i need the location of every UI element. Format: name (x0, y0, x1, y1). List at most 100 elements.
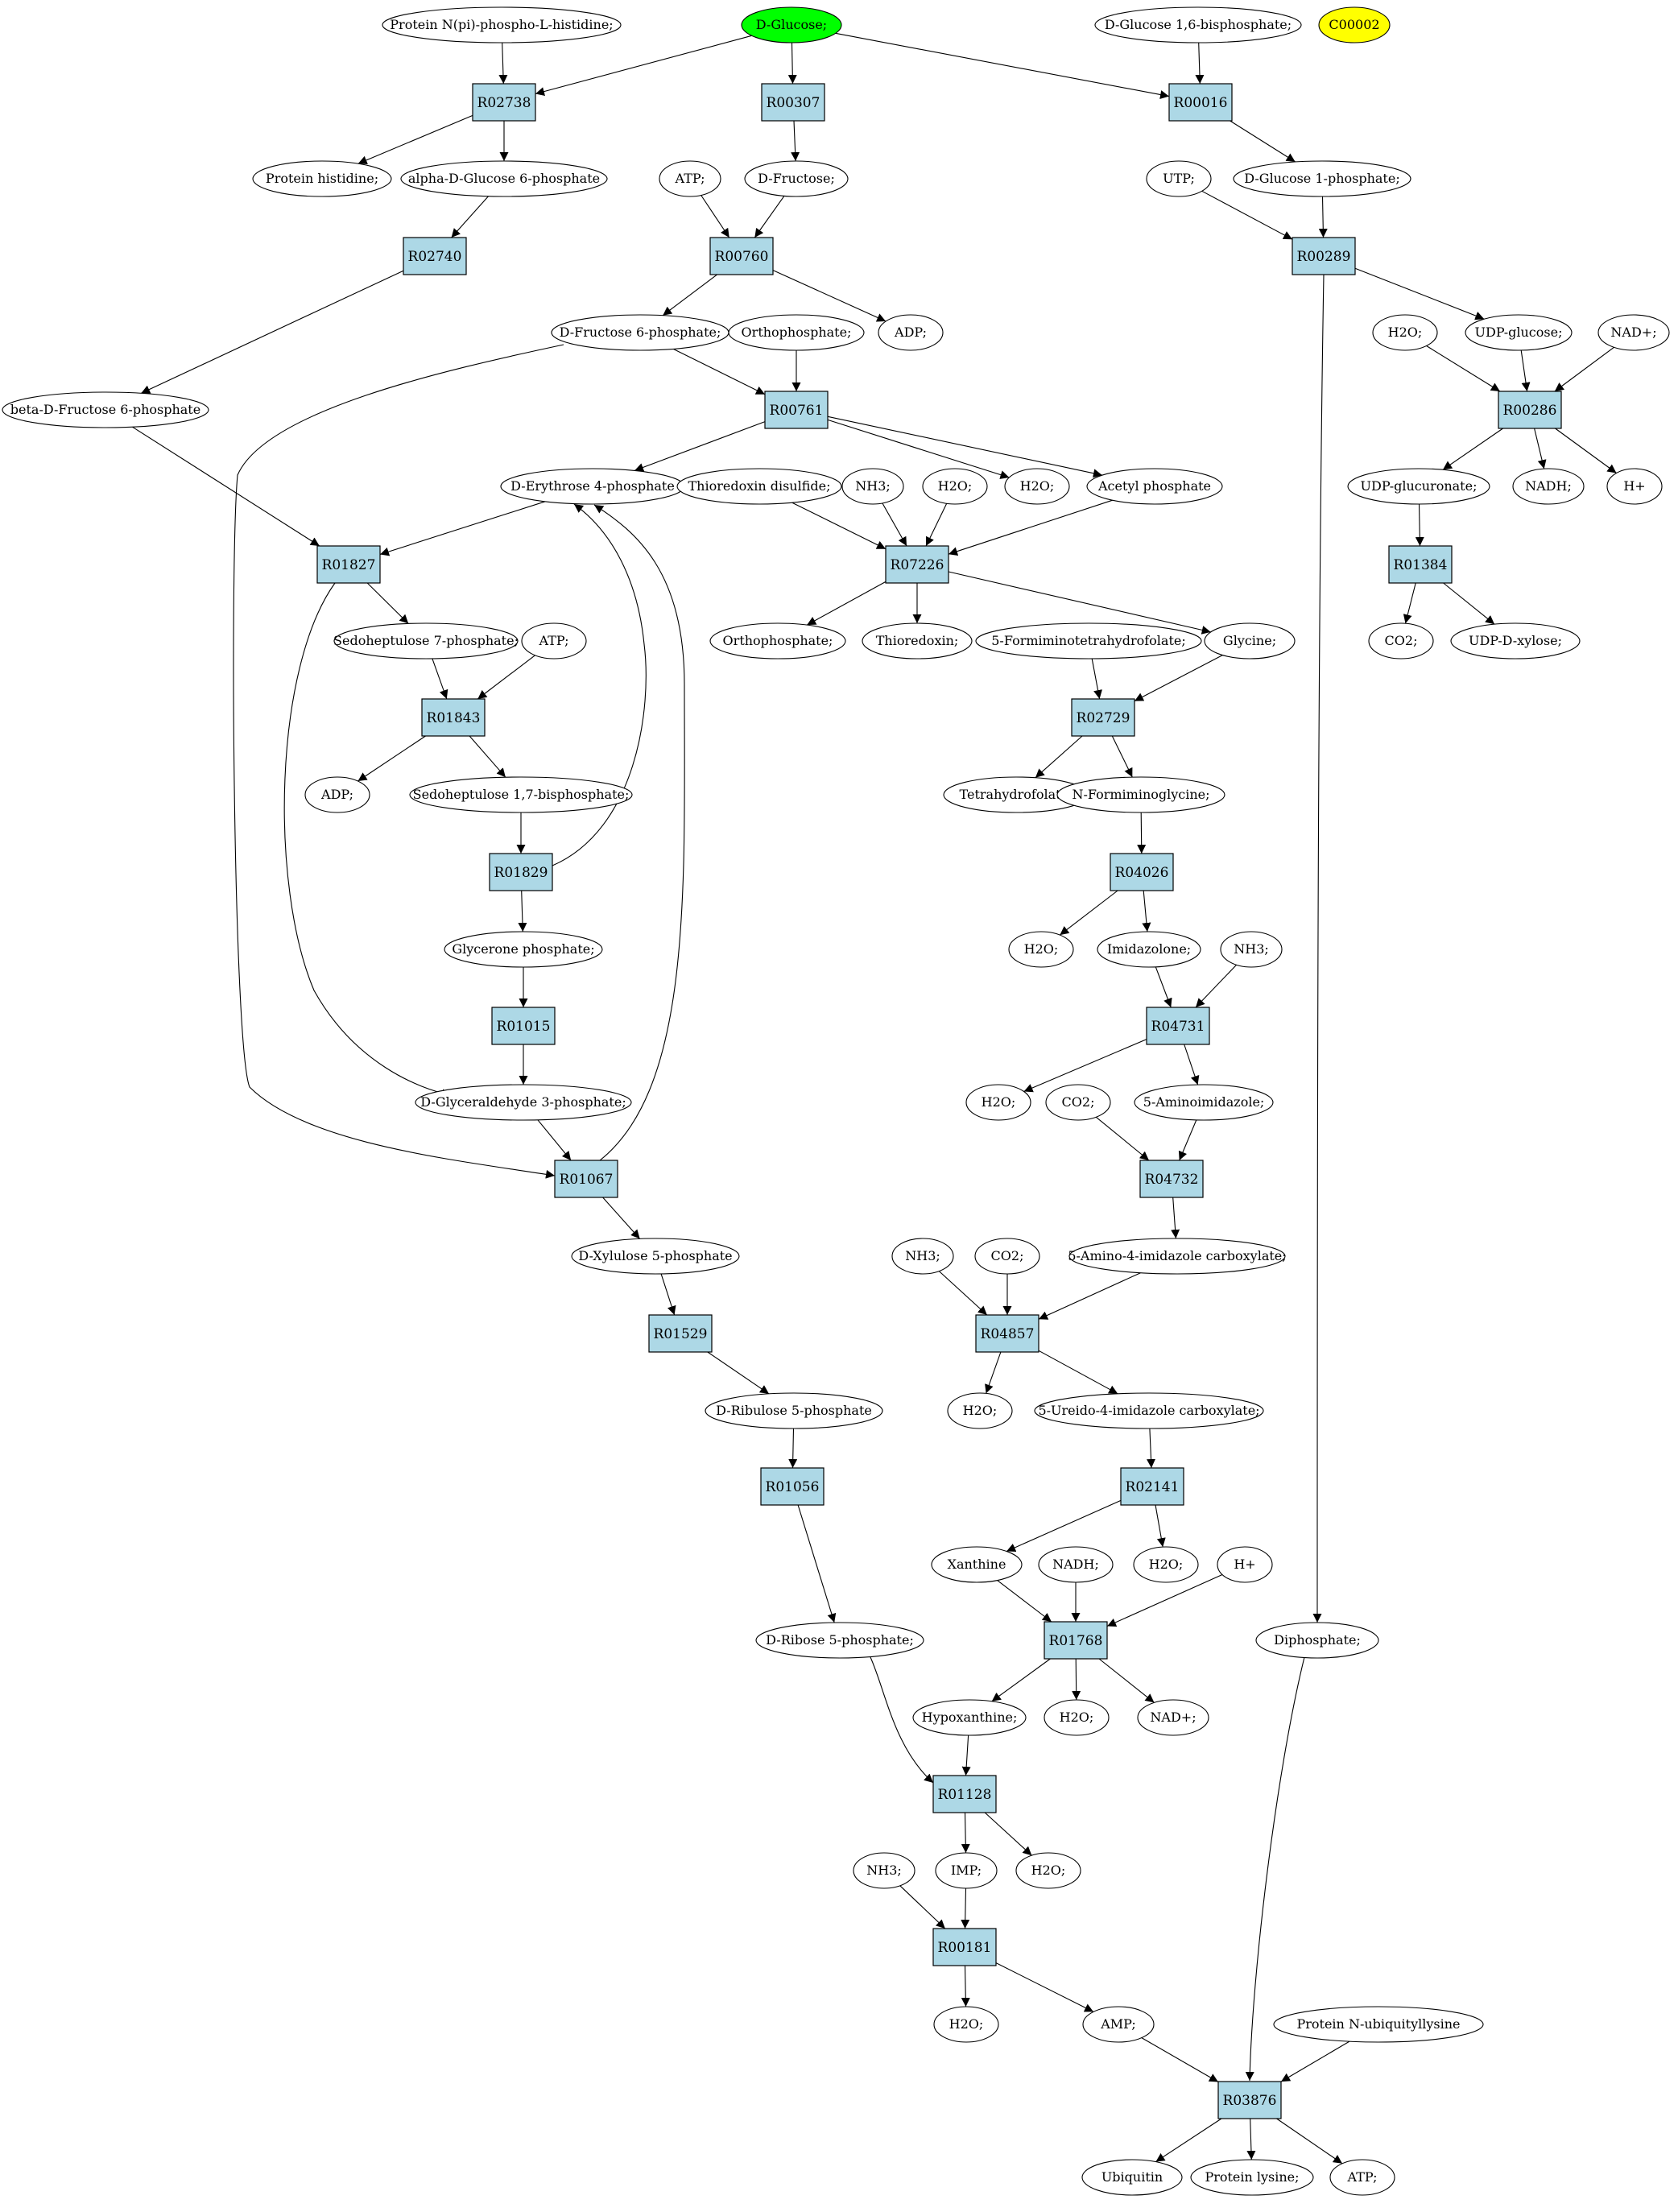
compound-node-c_adp_1[interactable]: ADP; (878, 314, 944, 351)
compound-node-c_dribose5p[interactable]: D-Ribose 5-phosphate; (755, 1622, 924, 1659)
compound-node-c_dglucose16bp[interactable]: D-Glucose 1,6-bisphosphate; (1094, 6, 1302, 43)
reaction-node-r02141[interactable]: R02141 (1120, 1467, 1184, 1506)
compound-node-c_h2o_6[interactable]: H2O; (947, 1392, 1013, 1429)
compound-node-c_udp_glucuronate[interactable]: UDP-glucuronate; (1347, 468, 1490, 505)
compound-node-c_xanthine[interactable]: Xanthine (931, 1546, 1023, 1583)
compound-node-c_protein_nphospho[interactable]: Protein N(pi)-phospho-L-histidine; (382, 6, 622, 43)
compound-node-c_co2_3[interactable]: CO2; (974, 1238, 1040, 1275)
compound-node-c_nadh_2[interactable]: NADH; (1038, 1546, 1114, 1583)
compound-node-c_dfructose[interactable]: D-Fructose; (744, 160, 849, 197)
reaction-node-r04026[interactable]: R04026 (1110, 853, 1174, 891)
compound-node-c_imidazolone[interactable]: Imidazolone; (1097, 931, 1201, 968)
compound-node-c_dxylulose5p[interactable]: D-Xylulose 5-phosphate (571, 1238, 740, 1275)
compound-node-c_nh3_4[interactable]: NH3; (853, 1852, 915, 1889)
compound-node-c_udp_xylose[interactable]: UDP-D-xylose; (1450, 622, 1581, 659)
compound-node-c_h2o_4[interactable]: H2O; (1008, 931, 1074, 968)
compound-node-c_h2o_3[interactable]: H2O; (1004, 468, 1070, 505)
compound-node-c_glycerone_phosphate[interactable]: Glycerone phosphate; (444, 931, 603, 968)
compound-node-c_thf[interactable]: Tetrahydrofolate; (943, 776, 1089, 813)
reaction-node-r00761[interactable]: R00761 (764, 391, 829, 429)
compound-node-c_de4p[interactable]: D-Erythrose 4-phosphate (500, 468, 685, 505)
compound-node-c_h2o_7[interactable]: H2O; (1133, 1546, 1199, 1583)
compound-node-c_nad_2[interactable]: NAD+; (1137, 1699, 1209, 1736)
reaction-node-r04731[interactable]: R04731 (1146, 1007, 1210, 1045)
compound-node-c_orthophosphate_2[interactable]: Orthophosphate; (709, 622, 846, 659)
compound-node-c_atp_2[interactable]: ATP; (521, 622, 587, 659)
compound-node-c_c00002[interactable]: C00002 (1318, 6, 1391, 43)
reaction-node-r00307[interactable]: R00307 (761, 83, 825, 122)
compound-node-c_glycine[interactable]: Glycine; (1204, 622, 1296, 659)
reaction-node-r02729[interactable]: R02729 (1071, 698, 1135, 737)
compound-node-c_co2_2[interactable]: CO2; (1045, 1084, 1111, 1121)
compound-node-c_dg1p[interactable]: D-Glucose 1-phosphate; (1233, 160, 1411, 197)
compound-node-c_dglucose[interactable]: D-Glucose; (741, 6, 842, 43)
compound-node-c_ureido_imidazole_carboxylate[interactable]: 5-Ureido-4-imidazole carboxylate; (1034, 1392, 1264, 1429)
reaction-node-r01384[interactable]: R01384 (1388, 545, 1453, 584)
compound-node-c_formiminothf[interactable]: 5-Formiminotetrahydrofolate; (975, 622, 1202, 659)
reaction-node-r00760[interactable]: R00760 (709, 237, 774, 275)
compound-node-c_aminoimidazole[interactable]: 5-Aminoimidazole; (1134, 1084, 1274, 1121)
compound-node-c_hplus_2[interactable]: H+ (1217, 1546, 1273, 1583)
compound-node-c_h2o_8[interactable]: H2O; (1044, 1699, 1110, 1736)
compound-node-c_imp[interactable]: IMP; (935, 1852, 998, 1889)
compound-node-c_nh3_1[interactable]: NH3; (841, 468, 904, 505)
reaction-node-r01843[interactable]: R01843 (421, 698, 486, 737)
compound-node-c_nad_1[interactable]: NAD+; (1597, 314, 1670, 351)
reaction-node-r01529[interactable]: R01529 (648, 1314, 713, 1353)
compound-node-c_h2o_1[interactable]: H2O; (1372, 314, 1438, 351)
compound-node-c_beta_df6p[interactable]: beta-D-Fructose 6-phosphate (2, 391, 209, 428)
compound-node-c_protein_nubiquityllysine[interactable]: Protein N-ubiquityllysine (1273, 2006, 1484, 2043)
compound-node-c_dg3p[interactable]: D-Glyceraldehyde 3-phosphate; (415, 1084, 632, 1121)
reaction-node-r01067[interactable]: R01067 (554, 1160, 618, 1198)
reaction-node-r03876[interactable]: R03876 (1217, 2081, 1282, 2119)
compound-node-c_alpha_dg6p[interactable]: alpha-D-Glucose 6-phosphate (400, 160, 608, 197)
reaction-node-r01827[interactable]: R01827 (316, 545, 381, 584)
reaction-node-r01128[interactable]: R01128 (932, 1775, 997, 1813)
compound-node-c_hplus_1[interactable]: H+ (1606, 468, 1663, 505)
reaction-node-r00286[interactable]: R00286 (1498, 391, 1562, 429)
compound-node-c_nadh_1[interactable]: NADH; (1512, 468, 1585, 505)
reaction-node-r00016[interactable]: R00016 (1168, 83, 1233, 122)
reaction-node-r04857[interactable]: R04857 (975, 1314, 1039, 1353)
compound-node-c_nh3_2[interactable]: NH3; (1220, 931, 1283, 968)
compound-node-c_protein_histidine[interactable]: Protein histidine; (252, 160, 392, 197)
compound-node-c_df6p[interactable]: D-Fructose 6-phosphate; (551, 314, 729, 351)
compound-node-c_acetyl_phosphate[interactable]: Acetyl phosphate (1086, 468, 1223, 505)
reaction-node-r07226[interactable]: R07226 (885, 545, 949, 584)
compound-node-c_udp_glucose[interactable]: UDP-glucose; (1465, 314, 1573, 351)
compound-node-c_orthophosphate_1[interactable]: Orthophosphate; (728, 314, 865, 351)
compound-node-c_thioredoxin_disulfide[interactable]: Thioredoxin disulfide; (676, 468, 842, 505)
compound-node-c_adp_2[interactable]: ADP; (304, 776, 370, 813)
reaction-node-r00181[interactable]: R00181 (932, 1928, 997, 1966)
reaction-node-r02740[interactable]: R02740 (403, 237, 467, 275)
compound-node-c_thioredoxin[interactable]: Thioredoxin; (862, 622, 973, 659)
reaction-node-r00289[interactable]: R00289 (1292, 237, 1356, 275)
compound-node-c_h2o_5[interactable]: H2O; (965, 1084, 1031, 1121)
compound-node-c_hypoxanthine[interactable]: Hypoxanthine; (912, 1699, 1027, 1736)
reaction-node-r01768[interactable]: R01768 (1044, 1621, 1108, 1660)
compound-node-c_atp_3[interactable]: ATP; (1329, 2159, 1395, 2196)
compound-node-c_dribulose5p[interactable]: D-Ribulose 5-phosphate (705, 1392, 883, 1429)
reaction-node-r02738[interactable]: R02738 (472, 83, 536, 122)
compound-node-c_ubiquitin[interactable]: Ubiquitin (1081, 2159, 1183, 2196)
compound-node-c_protein_lysine[interactable]: Protein lysine; (1190, 2159, 1314, 2196)
compound-node-c_atp_1[interactable]: ATP; (659, 160, 721, 197)
reaction-box (554, 1160, 618, 1198)
reaction-node-r01056[interactable]: R01056 (760, 1467, 825, 1506)
compound-node-c_utp[interactable]: UTP; (1146, 160, 1212, 197)
compound-node-c_h2o_9[interactable]: H2O; (1015, 1852, 1081, 1889)
compound-node-c_co2_1[interactable]: CO2; (1368, 622, 1434, 659)
reaction-node-r01015[interactable]: R01015 (491, 1007, 556, 1045)
compound-node-c_amino_imidazole_carboxylate[interactable]: 5-Amino-4-imidazole carboxylate; (1068, 1238, 1287, 1275)
reaction-node-r04732[interactable]: R04732 (1139, 1160, 1204, 1198)
compound-node-c_nh3_3[interactable]: NH3; (891, 1238, 954, 1275)
reaction-node-r01829[interactable]: R01829 (489, 853, 553, 891)
compound-node-c_diphosphate[interactable]: Diphosphate; (1255, 1622, 1379, 1659)
compound-label: D-Ribose 5-phosphate; (766, 1632, 914, 1648)
compound-node-c_sedoheptulose7p[interactable]: Sedoheptulose 7-phosphate; (333, 622, 519, 659)
compound-node-c_h2o_10[interactable]: H2O; (933, 2006, 999, 2043)
compound-node-c_nformiminoglycine[interactable]: N-Formiminoglycine; (1056, 776, 1225, 813)
compound-node-c_sedoheptulose17bp[interactable]: Sedoheptulose 1,7-bisphosphate; (409, 776, 633, 813)
compound-node-c_h2o_2[interactable]: H2O; (922, 468, 988, 505)
compound-node-c_amp[interactable]: AMP; (1082, 2006, 1155, 2043)
